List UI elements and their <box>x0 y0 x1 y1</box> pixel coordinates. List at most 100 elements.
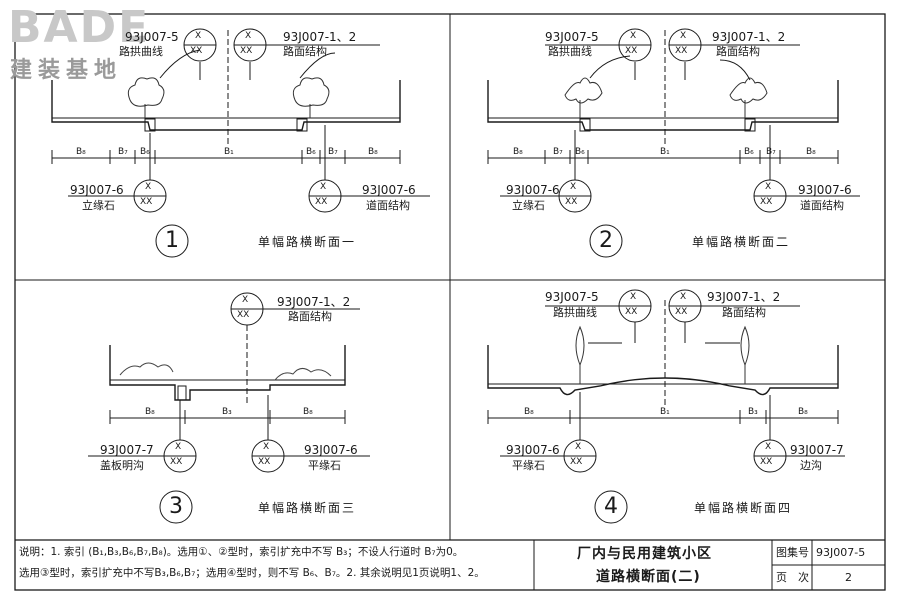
dim-label: B₁ <box>224 147 234 157</box>
dim-label: B₁ <box>660 407 670 417</box>
dim-label: B₁ <box>660 147 670 157</box>
ref-code: 93J007-6 <box>506 183 560 197</box>
bubble-top: X <box>245 31 252 41</box>
panel-3-section <box>88 292 370 524</box>
ref-code: 93J007-7 <box>790 443 844 457</box>
ref-caption: 路面结构 <box>283 45 327 58</box>
dim-label: B₈ <box>303 407 313 417</box>
bubble-bottom: XX <box>675 307 688 317</box>
dim-label: B₆ <box>306 147 316 157</box>
ref-caption: 路拱曲线 <box>548 45 592 58</box>
bubble-top: X <box>630 292 637 302</box>
bubble-top: X <box>145 182 152 192</box>
panel-title: 单幅路横断面一 <box>258 235 357 249</box>
ref-caption: 平缘石 <box>308 459 341 472</box>
palm-icon <box>564 77 768 118</box>
ref-code: 93J007-6 <box>506 443 560 457</box>
dim-label: B₆ <box>575 147 585 157</box>
dim-label: B₈ <box>524 407 534 417</box>
ref-caption: 路面结构 <box>288 310 332 323</box>
panel-number: 2 <box>599 228 613 253</box>
ref-caption: 道面结构 <box>800 199 844 212</box>
bubble-top: X <box>242 295 249 305</box>
ref-code: 93J007-6 <box>70 183 124 197</box>
watermark-logo-chinese: 建装基地 <box>10 58 123 83</box>
dim-label: B₈ <box>806 147 816 157</box>
tree-icon <box>127 77 330 118</box>
ref-code: 93J007-5 <box>545 30 599 44</box>
ref-caption: 道面结构 <box>366 199 410 212</box>
dim-label: B₈ <box>76 147 86 157</box>
dim-label: B₇ <box>328 147 338 157</box>
panel-1-section <box>51 28 430 258</box>
dim-label: B₈ <box>368 147 378 157</box>
bubble-bottom: XX <box>258 457 271 467</box>
panel-number: 1 <box>165 228 179 253</box>
ref-caption: 路拱曲线 <box>553 306 597 319</box>
panel-number: 3 <box>169 494 183 519</box>
bubble-bottom: XX <box>675 46 688 56</box>
bubble-bottom: XX <box>760 197 773 207</box>
bubble-bottom: XX <box>190 46 203 56</box>
ref-code: 93J007-1、2 <box>277 295 351 309</box>
atlas-number-label: 图集号 <box>776 546 809 559</box>
bubble-bottom: XX <box>570 457 583 467</box>
atlas-number-value: 93J007-5 <box>816 546 866 559</box>
panel-title: 单幅路横断面二 <box>692 235 791 249</box>
dim-label: B₃ <box>748 407 758 417</box>
bubble-top: X <box>765 442 772 452</box>
bubble-top: X <box>263 442 270 452</box>
dim-label: B₆ <box>744 147 754 157</box>
bubble-bottom: XX <box>625 307 638 317</box>
drawing-title-line-1: 厂内与民用建筑小区 <box>577 546 712 562</box>
dim-label: B₇ <box>553 147 563 157</box>
panel-4-section <box>487 289 845 524</box>
bubble-bottom: XX <box>565 197 578 207</box>
ref-caption: 路拱曲线 <box>119 45 163 58</box>
bubble-bottom: XX <box>140 197 153 207</box>
dim-label: B₇ <box>118 147 128 157</box>
bubble-bottom: XX <box>237 310 250 320</box>
page-label: 页 次 <box>776 571 809 584</box>
bubble-top: X <box>195 31 202 41</box>
bubble-bottom: XX <box>315 197 328 207</box>
bubble-top: X <box>765 182 772 192</box>
bubble-bottom: XX <box>240 46 253 56</box>
ref-caption: 立缘石 <box>512 199 545 212</box>
ref-caption: 盖板明沟 <box>100 459 144 472</box>
ref-code: 93J007-6 <box>798 183 852 197</box>
notes-line-1: 说明：1. 索引 (B₁,B₃,B₆,B₇,B₈)。选用①、②型时，索引扩充中不… <box>19 546 464 558</box>
ref-code: 93J007-1、2 <box>707 290 781 304</box>
ref-caption: 平缘石 <box>512 459 545 472</box>
notes-line-2: 选用③型时，索引扩充中不写B₃,B₆,B₇；选用④型时，则不写 B₆、B₇。2.… <box>19 567 485 579</box>
dim-label: B₈ <box>513 147 523 157</box>
bubble-bottom: XX <box>625 46 638 56</box>
ref-code: 93J007-5 <box>125 30 179 44</box>
bubble-top: X <box>175 442 182 452</box>
panel-2-section <box>487 28 860 258</box>
bubble-top: X <box>570 182 577 192</box>
bubble-top: X <box>320 182 327 192</box>
panel-number: 4 <box>604 494 618 519</box>
ref-code: 93J007-7 <box>100 443 154 457</box>
cypress-icon <box>575 325 750 384</box>
panel-title: 单幅路横断面四 <box>694 501 793 515</box>
panel-title: 单幅路横断面三 <box>258 501 357 515</box>
dim-label: B₈ <box>145 407 155 417</box>
ref-code: 93J007-6 <box>362 183 416 197</box>
ref-code: 93J007-1、2 <box>712 30 786 44</box>
bubble-bottom: XX <box>760 457 773 467</box>
dim-label: B₃ <box>222 407 232 417</box>
bubble-top: X <box>575 442 582 452</box>
ref-code: 93J007-1、2 <box>283 30 357 44</box>
watermark-logo-word: BADE <box>8 2 151 53</box>
ref-caption: 边沟 <box>800 459 822 472</box>
bubble-top: X <box>680 31 687 41</box>
drawing-title-line-2: 道路横断面(二) <box>596 569 701 585</box>
dim-label: B₇ <box>766 147 776 157</box>
bubble-bottom: XX <box>170 457 183 467</box>
page-value: 2 <box>845 571 852 584</box>
bubble-top: X <box>630 31 637 41</box>
